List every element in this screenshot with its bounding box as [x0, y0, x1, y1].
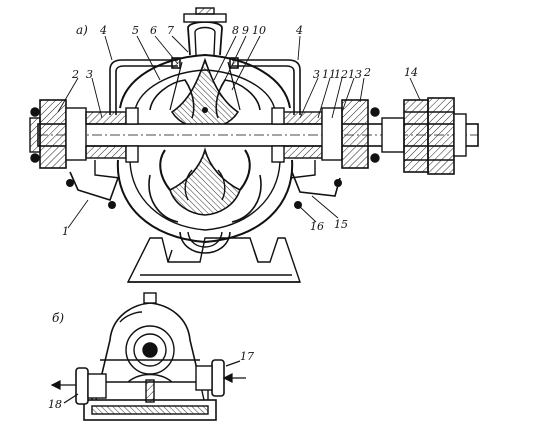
left-bearing	[29, 99, 87, 169]
panel-a-label: а)	[76, 23, 88, 37]
panel-b-casing	[95, 292, 205, 403]
callout-9: 9	[242, 24, 249, 37]
callout-15: 15	[334, 218, 348, 231]
callout-10: 10	[252, 24, 266, 37]
callout-16: 16	[310, 220, 324, 233]
callout-6: 6	[150, 24, 157, 37]
callout-5: 5	[132, 24, 139, 37]
callout-14: 14	[404, 66, 418, 79]
callout-11: 11	[322, 68, 336, 81]
callout-7: 7	[167, 24, 174, 37]
callout-8: 8	[232, 24, 239, 37]
callout-1: 1	[62, 225, 69, 238]
callout-17: 17	[240, 350, 254, 363]
right-bearing	[321, 99, 380, 169]
callout-3-left: 3	[86, 68, 93, 81]
panel-b-external-view	[50, 292, 246, 421]
panel-b-label: б)	[52, 311, 64, 325]
right-stuffing-box	[271, 107, 341, 197]
callout-4-right: 4	[295, 24, 303, 37]
callout-4-left: 4	[99, 24, 107, 37]
callout-2-right: 2	[363, 66, 371, 79]
labels: а) б) 1 2 3 4 5 6 7 8 9 10 4 3 11 12 13 …	[48, 23, 418, 411]
callout-18: 18	[48, 398, 62, 411]
coupling	[381, 97, 467, 175]
callout-2-left: 2	[71, 68, 79, 81]
panel-b-nozzles	[75, 359, 225, 405]
leader-lines	[57, 35, 421, 229]
panel-a-section-view	[29, 7, 479, 283]
seal-water-pipe	[109, 57, 301, 115]
pump-base	[126, 237, 301, 283]
impeller	[148, 147, 262, 223]
left-stuffing-box	[69, 107, 139, 201]
panel-b-base	[83, 388, 217, 421]
callout-13: 13	[348, 68, 362, 81]
flow-arrows	[50, 360, 246, 404]
lower-casing	[116, 159, 294, 254]
casing-feet	[94, 160, 316, 179]
callout-3-right: 3	[313, 68, 320, 81]
callout-12: 12	[334, 68, 348, 81]
